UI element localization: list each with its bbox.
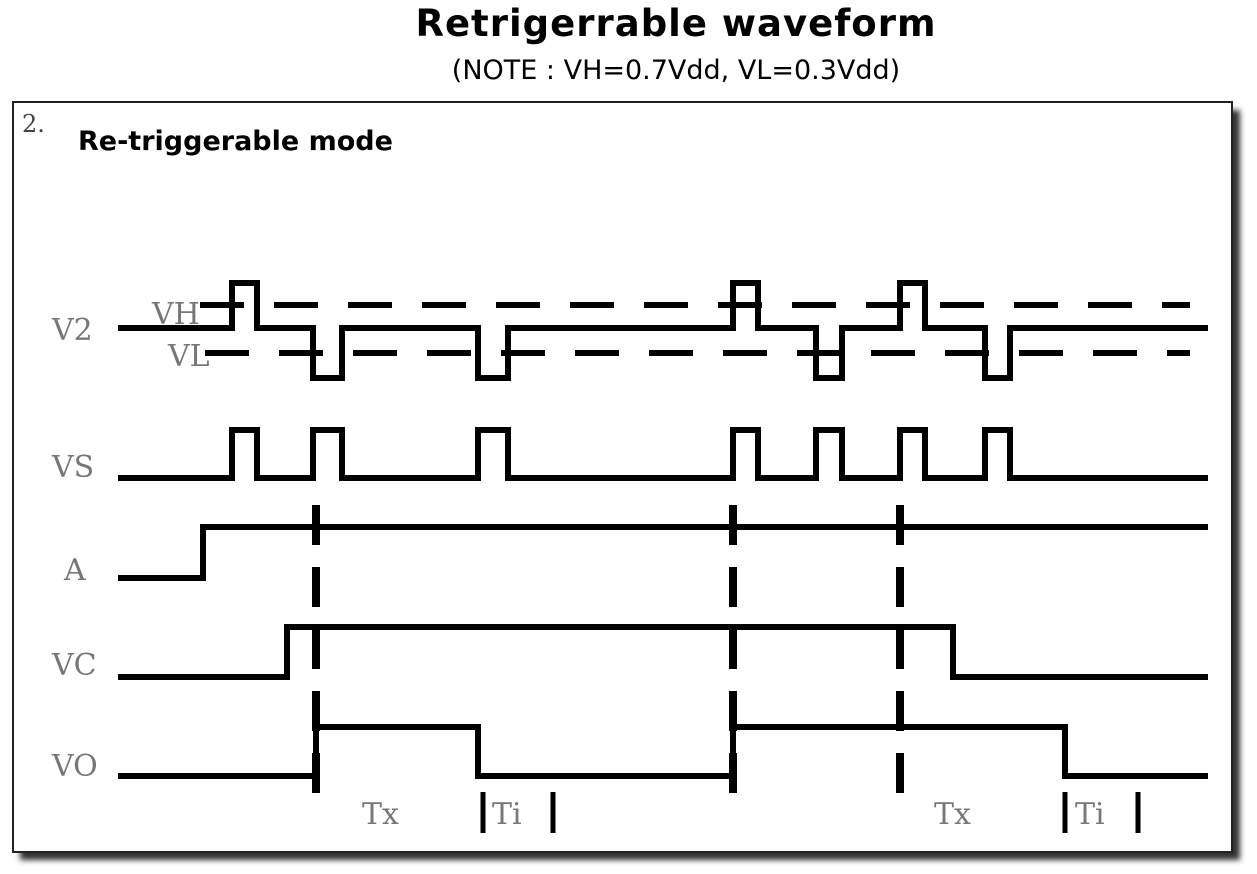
- vo-waveform: [118, 724, 1208, 779]
- v2-waveform: [118, 280, 1208, 381]
- interval-label-ti: Ti: [492, 797, 522, 832]
- signal-label-v2: V2: [51, 313, 93, 348]
- vc-waveform: [118, 624, 1208, 680]
- interval-label-tx: Tx: [362, 797, 399, 832]
- interval-label-ti: Ti: [1075, 797, 1105, 832]
- threshold-label-vl: VL: [167, 339, 210, 374]
- signal-label-vs: VS: [51, 450, 94, 485]
- signal-label-vc: VC: [51, 648, 97, 683]
- note: (NOTE : VH=0.7Vdd, VL=0.3Vdd): [451, 55, 901, 86]
- diagram-number: 2.: [22, 110, 45, 138]
- a-waveform: [118, 524, 1208, 581]
- vs-waveform: [118, 427, 1208, 481]
- page-title: Retrigerrable waveform: [415, 2, 937, 45]
- signal-label-a: A: [63, 553, 86, 588]
- interval-label-tx: Tx: [934, 797, 971, 832]
- diagram-heading: Re-triggerable mode: [78, 126, 393, 157]
- signal-label-vo: VO: [51, 749, 98, 784]
